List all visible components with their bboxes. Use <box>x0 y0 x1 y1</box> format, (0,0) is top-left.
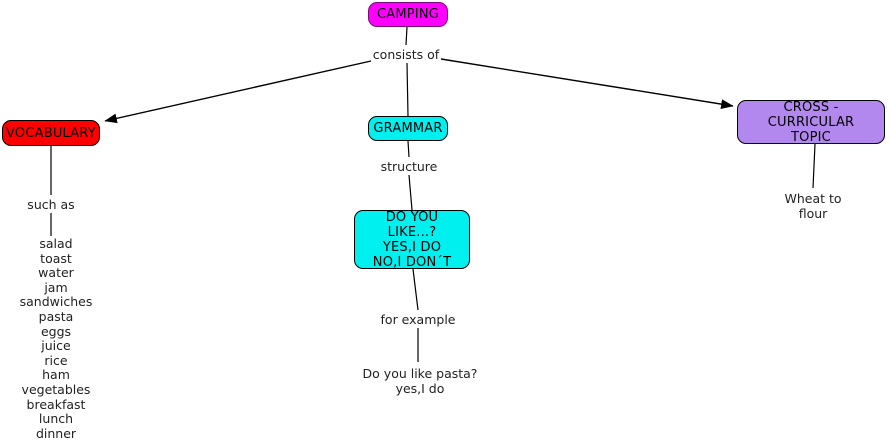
node-do-you-like-structure-label: DO YOU LIKE...? YES,I DO NO,I DON´T <box>372 209 452 270</box>
list-item: pasta <box>38 308 74 324</box>
edge-box-to-forexample <box>412 268 419 311</box>
leaf-wheat-to-flour: Wheat to flour <box>784 191 842 221</box>
edge-cross-to-wheat <box>812 143 816 189</box>
node-do-you-like-structure[interactable]: DO YOU LIKE...? YES,I DO NO,I DON´T <box>354 209 470 270</box>
node-grammar[interactable]: GRAMMAR <box>368 116 448 141</box>
edge-label-structure: structure <box>380 159 438 174</box>
list-item: breakfast <box>26 396 86 412</box>
edge-grammar-to-structure <box>407 140 410 158</box>
edge-label-consists-of: consists of <box>372 47 440 62</box>
edge-structure-to-box <box>408 174 413 211</box>
node-cross-curricular-topic-label: CROSS - CURRICULAR TOPIC <box>767 99 855 145</box>
list-item: jam <box>44 279 68 295</box>
node-vocabulary[interactable]: VOCABULARY <box>2 120 100 146</box>
edge-camping-to-consists <box>405 26 408 46</box>
list-item: lunch <box>38 411 74 427</box>
list-item: dinner <box>35 425 77 441</box>
leaf-example-sentence: Do you like pasta? yes,I do <box>362 366 478 396</box>
list-item: ham <box>42 367 70 383</box>
edge-label-such-as: such as <box>27 197 75 212</box>
list-item: rice <box>44 352 68 368</box>
list-item: water <box>38 265 74 281</box>
list-item: vegetables <box>21 381 91 397</box>
list-item: toast <box>40 250 72 266</box>
node-camping[interactable]: CAMPING <box>368 2 448 27</box>
list-item: sandwiches <box>19 294 93 310</box>
node-grammar-label: GRAMMAR <box>373 121 443 136</box>
list-item: eggs <box>40 323 72 339</box>
node-cross-curricular-topic[interactable]: CROSS - CURRICULAR TOPIC <box>737 99 885 145</box>
node-camping-label: CAMPING <box>376 7 440 22</box>
list-item: juice <box>41 338 71 354</box>
edge-label-for-example: for example <box>380 312 456 327</box>
edge-arrow-to-cross-curricular <box>440 58 734 109</box>
edge-consists-to-grammar <box>406 62 409 117</box>
edge-arrow-to-vocabulary <box>104 60 372 124</box>
list-item: salad <box>39 236 73 251</box>
node-vocabulary-label: VOCABULARY <box>6 125 96 141</box>
